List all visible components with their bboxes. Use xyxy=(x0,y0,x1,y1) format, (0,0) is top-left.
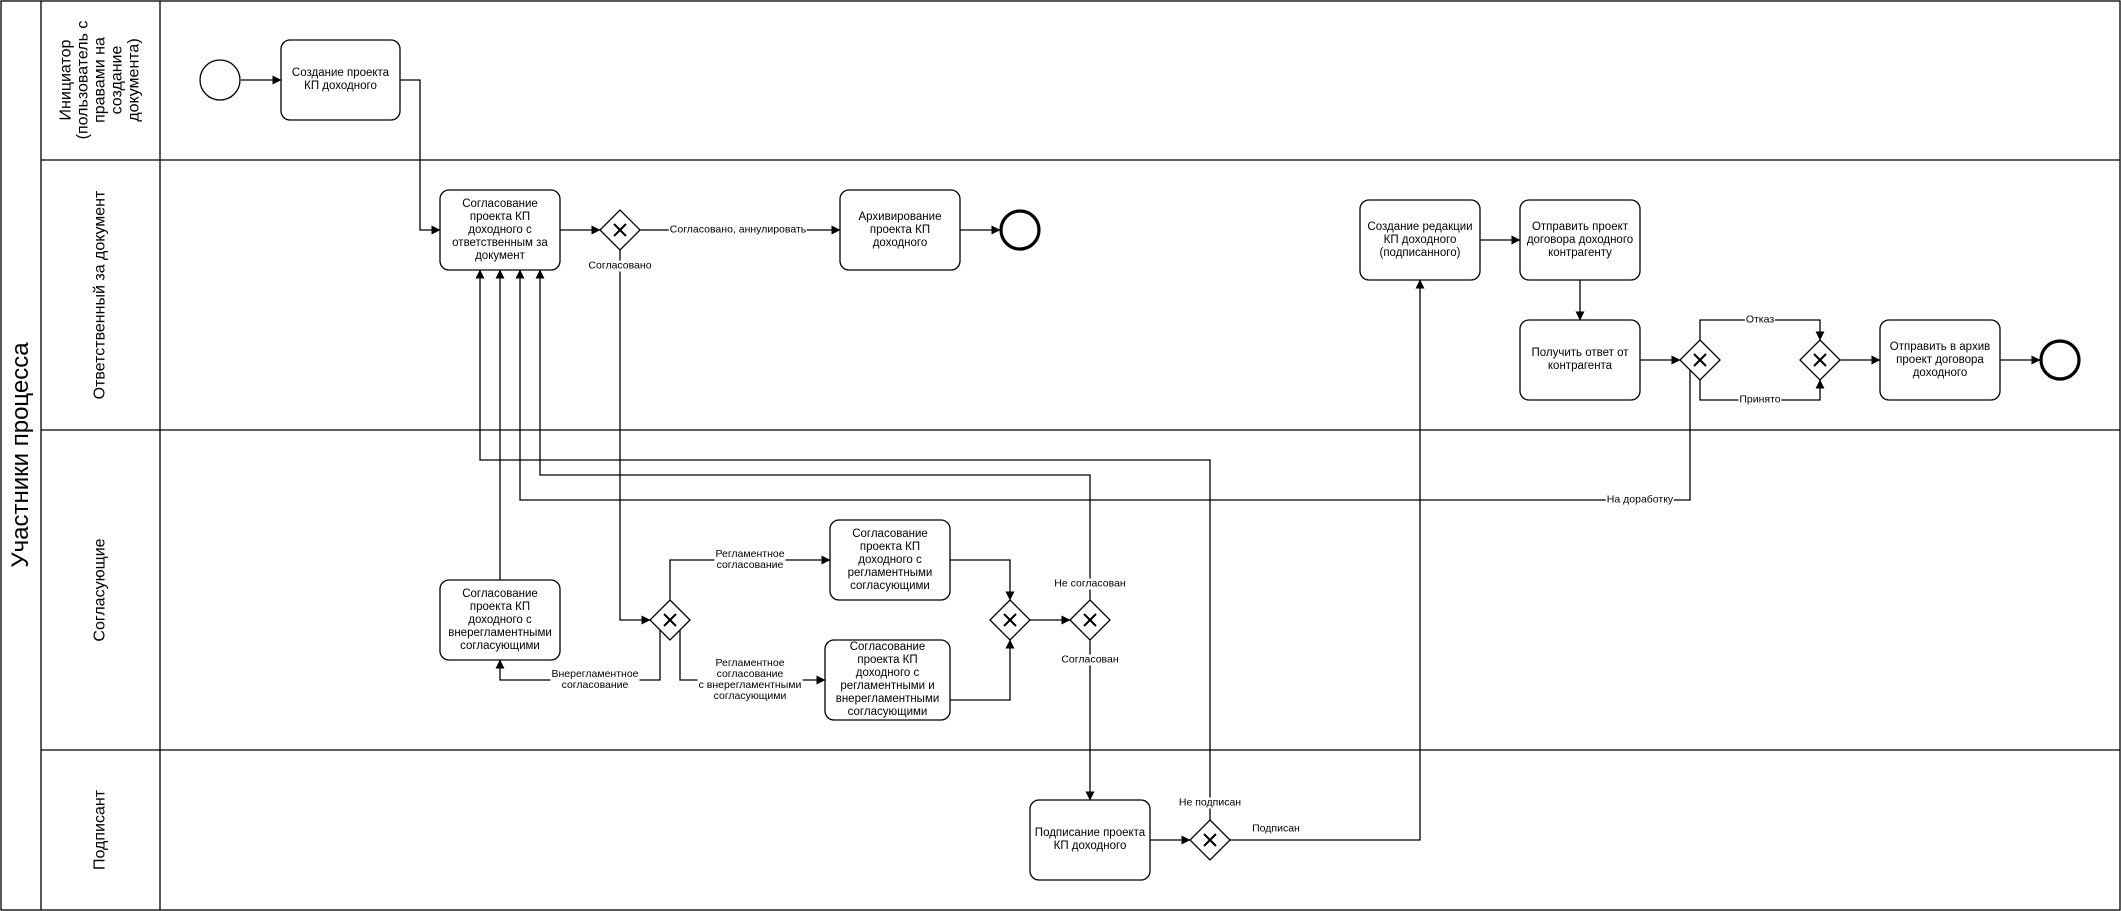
lane-title-responsible: Ответственный за документ xyxy=(91,190,109,400)
gateway-merge-answer xyxy=(1799,339,1841,381)
label-not-signed: Не подписан xyxy=(1177,796,1243,809)
gateway-approval-route xyxy=(649,599,691,641)
label-reglament: Регламентное согласование xyxy=(714,548,786,571)
label-regl-nonregl: Регламентное согласование с внерегламент… xyxy=(697,657,803,702)
task-boxes xyxy=(280,39,2001,881)
task-get-answer: Получить ответ от контрагента xyxy=(1531,347,1629,372)
task-approve-nonregl: Согласование проекта КП доходного с внер… xyxy=(448,587,552,652)
flow-gw4-not-approved xyxy=(535,269,1091,600)
task-sign-draft: Подписание проекта КП доходного xyxy=(1034,827,1146,852)
task-archive-draft: Архивирование проекта КП доходного xyxy=(858,210,942,249)
label-signed: Подписан xyxy=(1251,822,1301,835)
gateway-approved-or-annul xyxy=(599,209,641,251)
flow-gw6-rework xyxy=(515,269,1691,501)
task-approve-regl: Согласование проекта КП доходного с регл… xyxy=(847,527,933,592)
flow-regl-nonregl-to-gw3 xyxy=(950,639,1015,701)
label-approved-annul: Согласовано, аннулировать xyxy=(668,223,808,236)
task-send-archive: Отправить в архив проект договора доходн… xyxy=(1889,340,1991,379)
lane-title-signer: Подписант xyxy=(91,789,109,871)
label-refusal: Отказ xyxy=(1744,313,1776,326)
end-event-final xyxy=(2039,339,2081,381)
pool-title: Участники процесса xyxy=(7,342,34,568)
lane-title-initiator: Инициатор (пользователь с правами на соз… xyxy=(57,20,143,140)
task-create-edition: Создание редакции КП доходного (подписан… xyxy=(1367,220,1473,259)
gateway-merge-approvals xyxy=(989,599,1031,641)
task-send-contract: Отправить проект договора доходного конт… xyxy=(1526,220,1634,259)
flow-create-to-approve-responsible xyxy=(400,79,441,235)
task-create-draft: Создание проекта КП доходного xyxy=(291,67,390,92)
task-approve-regl-nonregl: Согласование проекта КП доходного с регл… xyxy=(835,641,940,718)
label-nonreglament: Внерегламентное согласование xyxy=(550,668,640,691)
gateway-approved-check xyxy=(1069,599,1111,641)
label-rework: На доработку xyxy=(1605,493,1675,506)
flow-gw5-signed xyxy=(1230,279,1425,841)
flow-gw1-to-gw2 xyxy=(619,250,651,625)
end-event-archive xyxy=(999,209,1041,251)
label-not-approved: Не согласован xyxy=(1053,577,1127,590)
flow-gw5-not-signed xyxy=(475,269,1211,820)
start-event xyxy=(199,59,241,101)
label-approved-m: Согласован xyxy=(1060,653,1120,666)
flow-regl-to-gw3 xyxy=(950,559,1015,601)
lane-title-approvers: Согласующие xyxy=(91,538,109,642)
gateway-counterparty-answer xyxy=(1679,339,1721,381)
label-accepted: Принято xyxy=(1738,393,1782,406)
task-approve-responsible: Согласование проекта КП доходного с отве… xyxy=(452,197,548,262)
label-approved: Согласовано xyxy=(587,259,653,272)
gateway-signed-check xyxy=(1189,819,1231,861)
